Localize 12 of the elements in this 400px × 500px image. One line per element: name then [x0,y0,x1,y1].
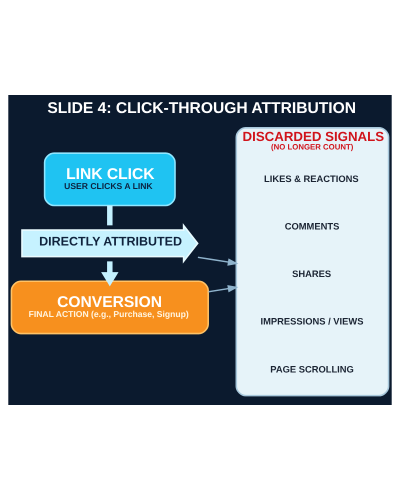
arrow [198,256,238,266]
diagram-title: SLIDE 4: CLICK-THROUGH ATTRIBUTION [47,100,356,117]
connector [107,206,113,226]
node-text: LIKES & REACTIONS [264,174,359,184]
node-text: COMMENTS [284,221,340,232]
node-box: CONVERSION FINAL ACTION (e.g., Purchase, Signup) [10,280,209,334]
node-text: PAGE SCROLLING [270,364,354,374]
arrow [208,285,238,292]
node-text: SHARES [292,269,332,280]
node-text: IMPRESSIONS / VIEWS [260,316,364,327]
node-box: LINK CLICK USER CLICKS A LINK [44,152,176,206]
arrow [101,261,119,286]
